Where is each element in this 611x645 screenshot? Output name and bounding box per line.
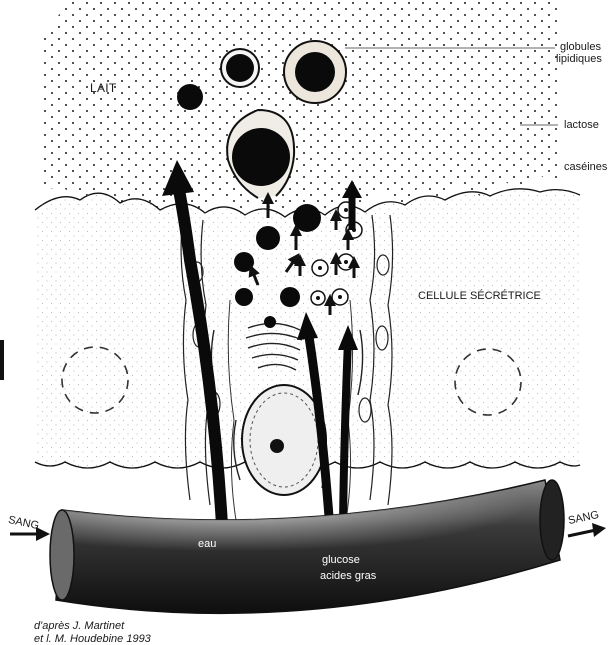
credit-line-1: d'après J. Martinet [34, 620, 124, 632]
lait-lumen [40, 0, 560, 215]
figure-edge-bar [0, 340, 4, 380]
label-lait: LAIT [90, 82, 117, 94]
label-eau: eau [198, 538, 216, 550]
credit-line-2: et l. M. Houdebine 1993 [34, 633, 151, 645]
label-acides-gras: acides gras [320, 570, 376, 582]
label-glucose: glucose [322, 554, 360, 566]
label-globules: globules [560, 41, 601, 53]
nucleolus [270, 439, 284, 453]
label-cellule-secretrice: CELLULE SÉCRÉTRICE [418, 290, 541, 302]
lipid-globule-milk-3 [177, 84, 203, 110]
label-lipidiques: lipidiques [556, 53, 602, 65]
arrow-fatty-acids-transport [343, 340, 348, 525]
label-caseines: caséines [564, 161, 607, 173]
arrow-sang-out [568, 530, 596, 536]
blood-vessel [50, 480, 564, 613]
label-lactose: lactose [564, 119, 599, 131]
